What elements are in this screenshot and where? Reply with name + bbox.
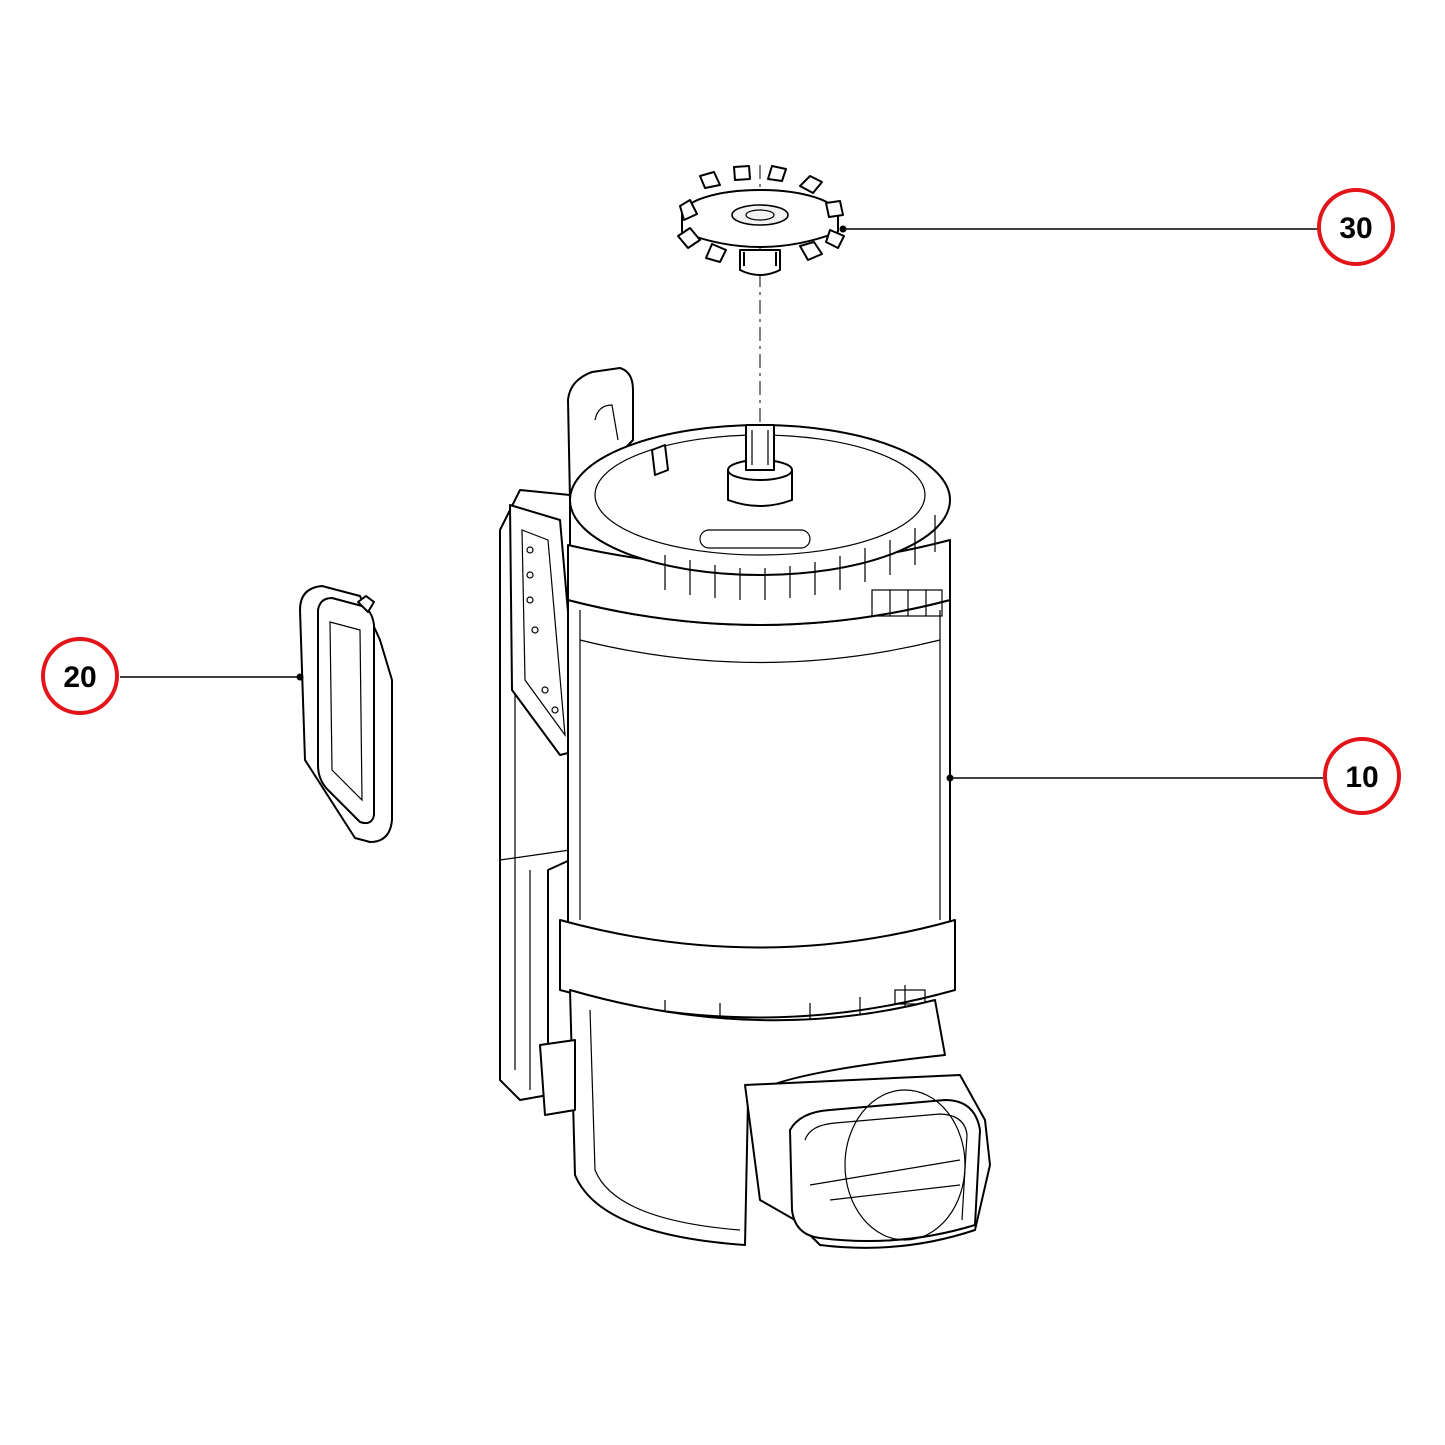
- callout-10[interactable]: 10: [1323, 737, 1401, 815]
- callout-10-label: 10: [1345, 761, 1378, 794]
- leader-dot-20: [296, 673, 304, 681]
- callout-20-label: 20: [63, 661, 96, 694]
- callout-20[interactable]: 20: [41, 637, 119, 715]
- part-housing[interactable]: [499, 367, 991, 1249]
- part-star-wheel[interactable]: [677, 165, 845, 276]
- part-gasket-frame[interactable]: [299, 585, 393, 843]
- callout-30[interactable]: 30: [1317, 188, 1395, 266]
- callout-30-label: 30: [1339, 212, 1372, 245]
- leader-dot-30: [839, 225, 847, 233]
- leader-dot-10: [946, 774, 954, 782]
